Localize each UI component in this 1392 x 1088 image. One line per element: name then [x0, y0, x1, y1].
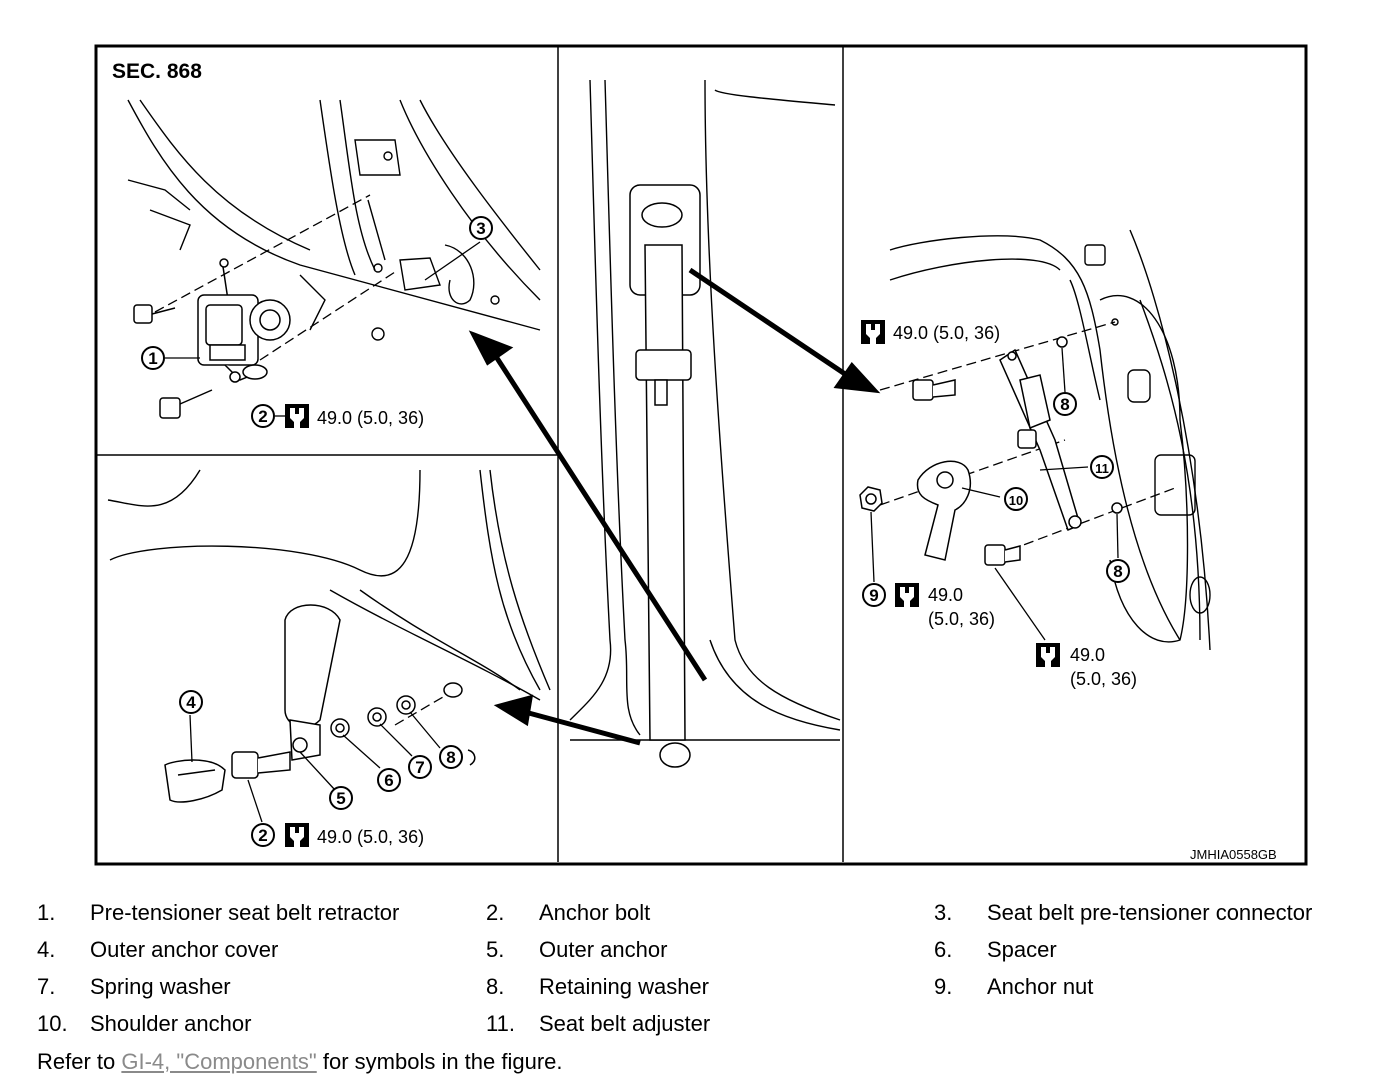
- torque-wrench-icon: [861, 320, 885, 344]
- legend-number: 7.: [37, 974, 56, 999]
- callout-label: 2: [258, 407, 267, 426]
- leader-lines: [189, 711, 441, 823]
- components-link[interactable]: GI-4, "Components": [121, 1049, 317, 1074]
- retractor: [197, 258, 291, 383]
- anchor-bolt: [231, 751, 291, 779]
- callout-3: 3: [469, 216, 493, 240]
- anchor-nut: [859, 486, 883, 512]
- callout-2: 2: [251, 823, 275, 847]
- legend-label: Retaining washer: [539, 974, 709, 999]
- bolt-icon: [159, 389, 213, 419]
- torque-value: 49.0: [928, 585, 963, 605]
- legend-label: Spring washer: [90, 974, 231, 999]
- callout-label: 4: [186, 693, 196, 712]
- callouts: 1 2 3 4 5 6 7 8 2 8 8 11 10 9: [141, 216, 1130, 847]
- callout-9: 9: [862, 583, 886, 607]
- callout-label: 2: [258, 826, 267, 845]
- leader-lines: [870, 347, 1119, 641]
- torque-units: (5.0, 36): [1070, 669, 1137, 689]
- callout-4: 4: [179, 690, 203, 714]
- washers: [1056, 336, 1123, 514]
- callout-label: 7: [415, 758, 424, 777]
- callout-5: 5: [329, 786, 353, 810]
- exploded-diagram: SEC. 868 JMHIA0558GB: [94, 44, 1308, 866]
- legend-label: Seat belt adjuster: [539, 1011, 711, 1036]
- torque-spec: 49.0 (5.0, 36): [893, 323, 1000, 343]
- refer-suffix: for symbols in the figure.: [316, 1049, 563, 1074]
- legend-label: Anchor bolt: [539, 900, 651, 925]
- legend-label: Seat belt pre-tensioner connector: [987, 900, 1313, 925]
- outer-anchor-cover: [164, 759, 226, 803]
- callout-label: 8: [446, 748, 455, 767]
- callout-7: 7: [408, 755, 432, 779]
- legend-label: Outer anchor: [539, 937, 668, 962]
- bolt-icon: [133, 304, 176, 324]
- shoulder-anchor: [916, 460, 972, 561]
- callout-label: 11: [1095, 461, 1109, 476]
- seat-belt-adjuster: [999, 348, 1082, 531]
- torque-spec: 49.0 (5.0, 36): [317, 408, 424, 428]
- legend-label: Shoulder anchor: [90, 1011, 252, 1036]
- figure-code: JMHIA0558GB: [1190, 847, 1277, 862]
- torque-value: 49.0: [1070, 645, 1105, 665]
- callout-2: 2: [251, 404, 275, 428]
- washers: [330, 682, 476, 766]
- dashed-leader-lines: [154, 194, 1176, 726]
- b-pillar: [569, 79, 841, 741]
- section-label: SEC. 868: [112, 60, 202, 83]
- torque-wrench-icon: [1036, 643, 1060, 667]
- legend-label: Anchor nut: [987, 974, 1094, 999]
- callout-11: 11: [1090, 455, 1114, 479]
- callout-8: 8: [439, 745, 463, 769]
- legend-label: Spacer: [987, 937, 1057, 962]
- refer-note: Refer to GI-4, "Components" for symbols …: [37, 1049, 563, 1075]
- legend-number: 1.: [37, 900, 56, 925]
- torque-wrench-icon: [285, 823, 309, 847]
- legend-number: 4.: [37, 937, 56, 962]
- bolt-icon: [912, 379, 956, 401]
- bolt-icon: [984, 544, 1021, 566]
- torque-wrench-icons: [285, 320, 1060, 847]
- callout-label: 6: [384, 771, 393, 790]
- callout-label: 3: [476, 219, 485, 238]
- legend-number: 8.: [486, 974, 505, 999]
- legend-number: 5.: [486, 937, 505, 962]
- callout-6: 6: [377, 768, 401, 792]
- callout-label: 5: [336, 789, 345, 808]
- arrows: [468, 267, 881, 746]
- door-opening-outline: [889, 229, 1211, 651]
- torque-units: (5.0, 36): [928, 609, 995, 629]
- callout-label: 9: [869, 586, 878, 605]
- legend-number: 10.: [37, 1011, 68, 1036]
- legend-number: 6.: [934, 937, 953, 962]
- legend-number: 9.: [934, 974, 953, 999]
- callout-8: 8: [1106, 559, 1130, 583]
- torque-spec: 49.0 (5.0, 36): [317, 827, 424, 847]
- legend-number: 2.: [486, 900, 505, 925]
- callout-label: 8: [1060, 395, 1069, 414]
- legend-label: Pre-tensioner seat belt retractor: [90, 900, 400, 925]
- floor-outline: [107, 469, 551, 701]
- callout-label: 10: [1009, 493, 1023, 508]
- callout-10: 10: [1004, 487, 1028, 511]
- callout-1: 1: [141, 346, 165, 370]
- torque-wrench-icon: [895, 583, 919, 607]
- pillar-outline-top-left: [127, 99, 541, 341]
- callout-label: 8: [1113, 562, 1122, 581]
- callout-8: 8: [1053, 392, 1077, 416]
- outer-anchor: [284, 604, 341, 761]
- legend-number: 3.: [934, 900, 953, 925]
- seat-belt: [629, 184, 701, 768]
- legend-number: 11.: [486, 1011, 515, 1036]
- callout-label: 1: [148, 349, 157, 368]
- refer-prefix: Refer to: [37, 1049, 122, 1074]
- torque-wrench-icon: [285, 404, 309, 428]
- legend-label: Outer anchor cover: [90, 937, 279, 962]
